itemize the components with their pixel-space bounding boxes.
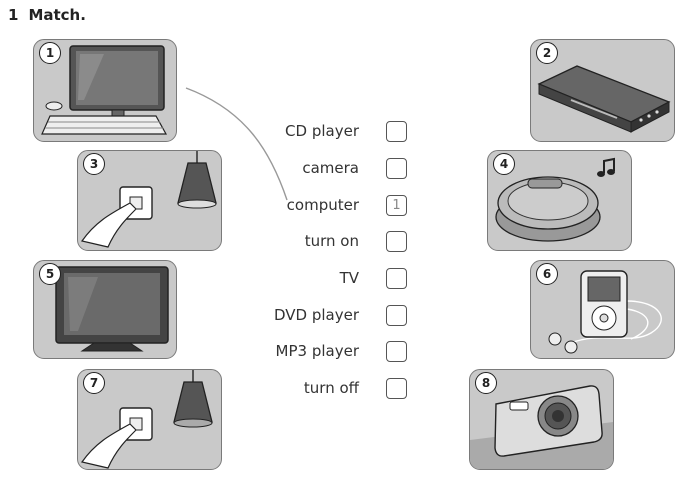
word-turn-off: turn off xyxy=(303,379,359,397)
answer-box-turn-off[interactable] xyxy=(386,378,407,399)
computer-icon xyxy=(41,45,168,135)
picture-number-2: 2 xyxy=(536,42,558,64)
camera-icon xyxy=(470,385,613,469)
picture-card-3: 3 xyxy=(77,150,222,251)
picture-number-4: 4 xyxy=(493,153,515,175)
word-cd-player: CD player xyxy=(285,122,359,140)
picture-number-3: 3 xyxy=(83,153,105,175)
word-tv: TV xyxy=(339,269,359,287)
word-mp3-player: MP3 player xyxy=(275,342,359,360)
picture-card-7: 7 xyxy=(77,369,222,470)
picture-card-1: 1 xyxy=(33,39,177,142)
word-camera: camera xyxy=(302,159,359,177)
picture-number-6: 6 xyxy=(536,263,558,285)
tv-icon xyxy=(55,266,169,352)
word-turn-on: turn on xyxy=(304,232,359,250)
mp3-player-icon xyxy=(548,270,662,354)
exercise-instruction: Match. xyxy=(28,6,86,24)
light-switch-on-icon xyxy=(80,151,217,248)
answer-box-computer[interactable]: 1 xyxy=(386,195,407,216)
picture-number-5: 5 xyxy=(39,263,61,285)
answer-box-camera[interactable] xyxy=(386,158,407,179)
picture-number-8: 8 xyxy=(475,372,497,394)
exercise-title: 1 Match. xyxy=(8,6,86,24)
picture-card-4: 4 xyxy=(487,150,632,251)
answer-box-tv[interactable] xyxy=(386,268,407,289)
light-switch-off-icon xyxy=(80,370,213,469)
dvd-player-icon xyxy=(537,65,671,133)
answer-box-turn-on[interactable] xyxy=(386,231,407,252)
answer-box-mp3-player[interactable] xyxy=(386,341,407,362)
picture-number-1: 1 xyxy=(39,42,61,64)
word-computer: computer xyxy=(286,196,359,214)
picture-card-2: 2 xyxy=(530,39,675,142)
picture-card-8: 8 xyxy=(469,369,614,470)
picture-card-6: 6 xyxy=(530,260,675,359)
exercise-number: 1 xyxy=(8,6,19,24)
picture-number-7: 7 xyxy=(83,372,105,394)
word-dvd-player: DVD player xyxy=(273,306,359,324)
answer-box-dvd-player[interactable] xyxy=(386,305,407,326)
answer-box-cd-player[interactable] xyxy=(386,121,407,142)
picture-card-5: 5 xyxy=(33,260,177,359)
cd-player-icon xyxy=(495,157,615,242)
